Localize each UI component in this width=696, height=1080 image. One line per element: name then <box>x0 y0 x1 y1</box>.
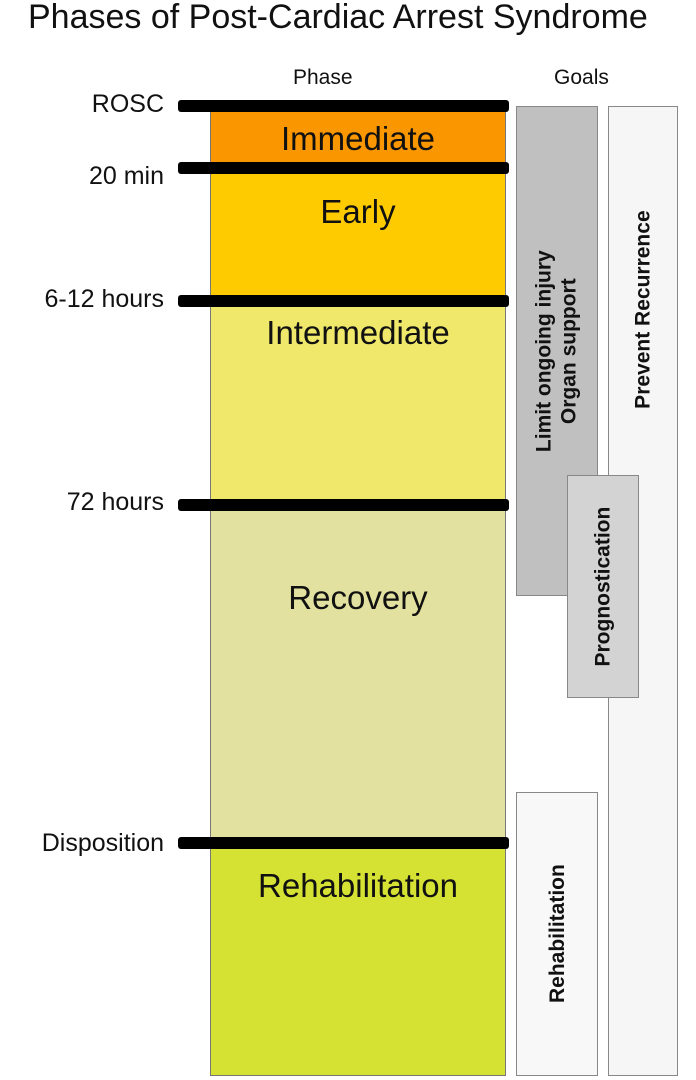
goal-text: Limit ongoing injury <box>532 250 556 452</box>
phase-label: Early <box>320 193 396 230</box>
divider-rosc <box>178 100 509 112</box>
phase-early: Early <box>210 168 506 301</box>
timepoint-label: ROSC <box>91 90 164 118</box>
goal-prognostication: Prognostication <box>567 475 639 698</box>
divider-6-12h <box>178 295 509 307</box>
divider-72h <box>178 499 509 511</box>
goal-label: Rehabilitation <box>545 864 569 1004</box>
phase-header: Phase <box>293 66 353 89</box>
phase-label: Intermediate <box>266 314 450 351</box>
goals-header: Goals <box>554 66 609 89</box>
goal-label: Prognostication <box>591 506 615 667</box>
phase-label: Rehabilitation <box>258 867 458 904</box>
divider-20min <box>178 162 509 174</box>
phase-recovery: Recovery <box>210 506 506 844</box>
phase-intermediate: Intermediate <box>210 301 506 506</box>
timepoint-label: Disposition <box>41 829 164 857</box>
phase-label: Recovery <box>288 579 428 616</box>
diagram-title: Phases of Post-Cardiac Arrest Syndrome <box>28 0 648 36</box>
phase-label: Immediate <box>280 120 436 157</box>
timepoint-label: 72 hours <box>66 488 164 516</box>
phase-immediate: Immediate <box>210 110 506 168</box>
goal-rehabilitation: Rehabilitation <box>516 792 598 1076</box>
phase-rehabilitation: Rehabilitation <box>210 844 506 1076</box>
goal-label: Prevent Recurrence <box>631 210 655 409</box>
timepoint-label: 6-12 hours <box>44 285 164 313</box>
goal-text: Organ support <box>558 278 581 424</box>
timepoint-label: 20 min <box>88 162 164 190</box>
divider-disposition <box>178 837 509 849</box>
